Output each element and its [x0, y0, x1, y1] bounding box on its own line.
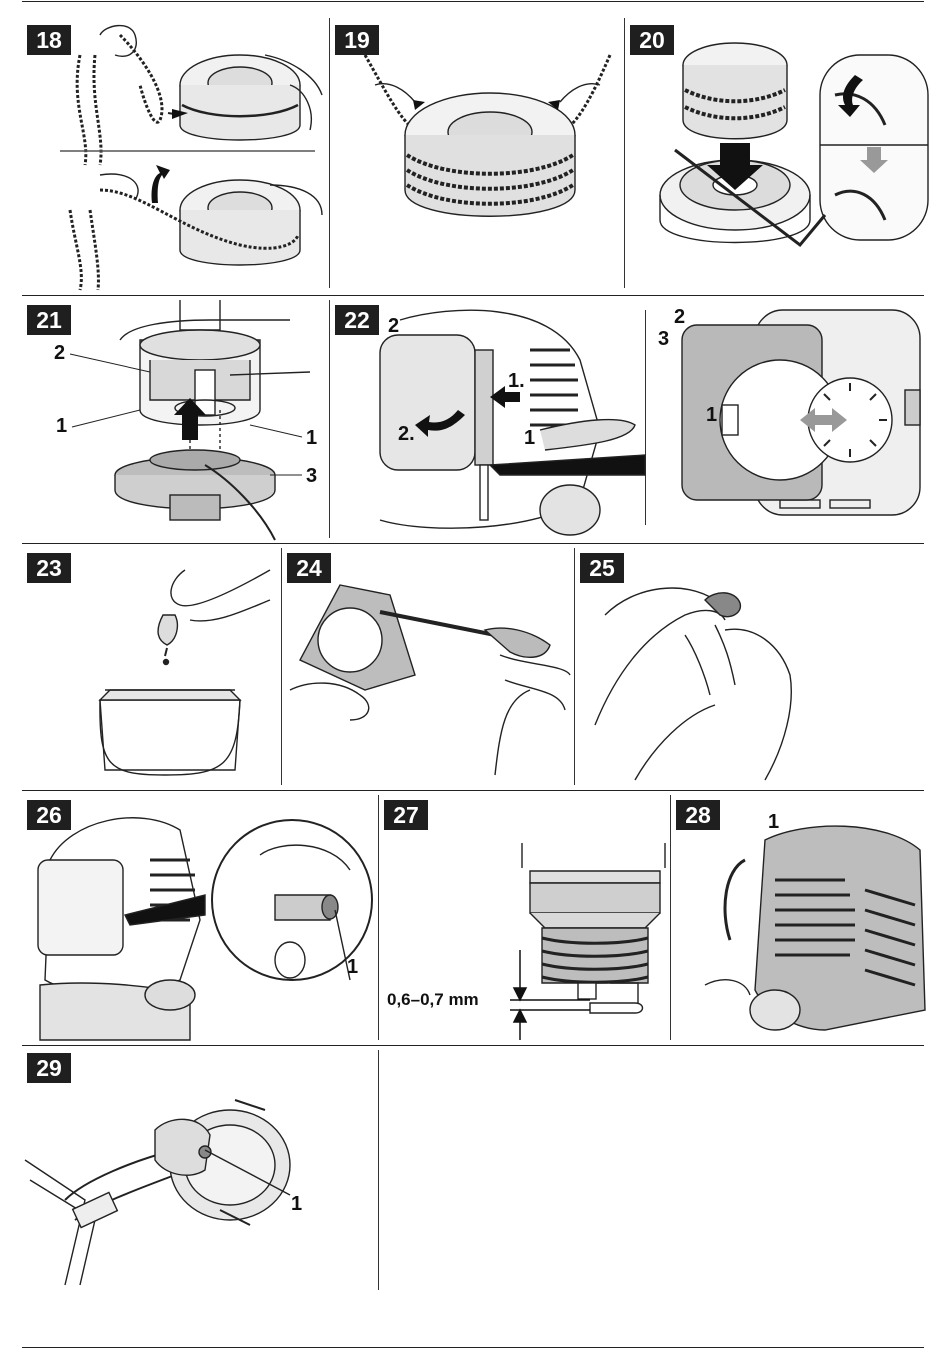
callout-1: 1 — [291, 1193, 302, 1216]
callout-3: 3 — [658, 328, 669, 351]
spark-arrestor-illustration — [30, 800, 375, 1040]
engine-cover-illustration — [705, 810, 930, 1035]
spool-insertion-illustration — [655, 35, 930, 260]
air-filter-cover-illustration — [340, 300, 645, 538]
callout-1: 1 — [768, 811, 779, 834]
screwdriver-gasket-cleaning-illustration — [290, 580, 570, 780]
col-divider — [645, 310, 646, 525]
gap-dimension-marker — [505, 950, 595, 1040]
figure-number-badge: 24 — [287, 553, 331, 583]
figure-number-badge: 29 — [27, 1053, 71, 1083]
figure-number-badge: 23 — [27, 553, 71, 583]
callout-step-1: 1. — [508, 370, 525, 393]
fuel-filter-handling-illustration — [585, 575, 800, 780]
row-divider-4 — [22, 1045, 924, 1046]
col-divider — [281, 548, 282, 785]
col-divider — [378, 795, 379, 1040]
col-divider — [670, 795, 671, 1040]
callout-step-2: 2. — [398, 423, 415, 446]
callout-1: 1 — [347, 956, 358, 979]
callout-2: 2 — [388, 315, 399, 338]
row-divider-3 — [22, 790, 924, 791]
callout-1: 1 — [524, 427, 535, 450]
col-divider — [574, 548, 575, 785]
callout-leader-lines — [0, 0, 330, 540]
oil-drip-onto-filter-illustration — [95, 560, 280, 785]
gear-head-grease-point-illustration — [25, 1090, 325, 1290]
col-divider — [624, 18, 625, 288]
row-divider-2 — [22, 543, 924, 544]
bottom-rule — [22, 1347, 924, 1348]
spark-plug-gap-label: 0,6–0,7 mm — [387, 990, 479, 1010]
callout-1: 1 — [706, 404, 717, 427]
col-divider — [378, 1050, 379, 1290]
spool-line-clip-illustration — [355, 40, 620, 240]
figure-number-badge: 27 — [384, 800, 428, 830]
callout-2: 2 — [674, 306, 685, 329]
